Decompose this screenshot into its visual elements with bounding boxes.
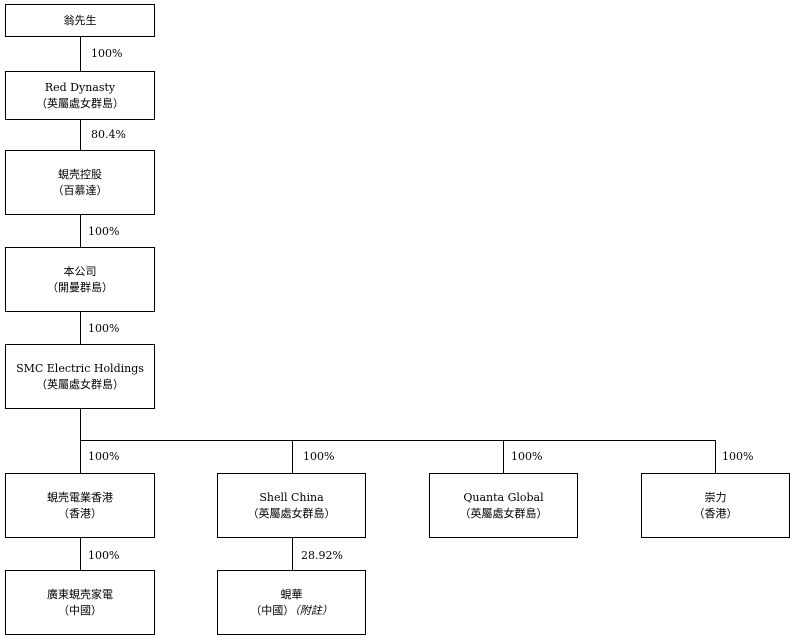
- pct-shell-china-xianhua: 28.92%: [301, 549, 343, 562]
- connector-shell-china-xianhua: [292, 537, 293, 570]
- entity-place-country: （中國）: [250, 603, 295, 617]
- entity-name: 蜆壳控股: [58, 167, 102, 181]
- connector-shell-holdings-company: [80, 214, 81, 247]
- entity-box-weng: 翁先生: [5, 4, 155, 37]
- entity-name: 蜆華: [280, 587, 303, 601]
- entity-name: 廣東蜆壳家電: [47, 587, 113, 601]
- connector-bar-shell-china: [292, 440, 293, 473]
- entity-box-shell-china: Shell China （英屬處女群島）: [217, 473, 366, 538]
- pct-shell-hk-guangdong: 100%: [88, 549, 120, 562]
- entity-name: 崇力: [704, 490, 727, 504]
- connector-company-smc: [80, 311, 81, 344]
- pct-smc-shell-hk: 100%: [88, 450, 120, 463]
- entity-place: （英屬處女群島）: [247, 506, 336, 520]
- entity-place: （英屬處女群島）: [36, 96, 124, 110]
- entity-name: 本公司: [63, 264, 97, 278]
- entity-name: Shell China: [259, 490, 324, 504]
- entity-box-smc: SMC Electric Holdings （英屬處女群島）: [5, 344, 155, 409]
- connector-bar-quanta: [503, 440, 504, 473]
- pct-weng-red-dynasty: 100%: [91, 47, 123, 60]
- pct-smc-chongli: 100%: [722, 450, 754, 463]
- entity-box-company: 本公司 （開曼群島）: [5, 247, 155, 312]
- connector-subsidiary-bar: [80, 440, 715, 441]
- entity-box-xianhua: 蜆華 （中國）（附註）: [217, 570, 366, 635]
- pct-shell-holdings-company: 100%: [88, 225, 120, 238]
- pct-red-dynasty-shell-holdings: 80.4%: [91, 128, 126, 141]
- entity-box-shell-holdings: 蜆壳控股 （百慕達）: [5, 150, 155, 215]
- entity-place: （英屬處女群島）: [36, 377, 124, 391]
- entity-name: Red Dynasty: [44, 80, 116, 94]
- connector-red-dynasty-shell-holdings: [80, 119, 81, 150]
- connector-shell-hk-guangdong: [80, 537, 81, 570]
- entity-name: 翁先生: [63, 13, 97, 27]
- entity-place-note: （附註）: [294, 603, 333, 617]
- entity-place: （英屬處女群島）: [459, 506, 548, 520]
- entity-box-quanta: Quanta Global （英屬處女群島）: [429, 473, 578, 538]
- connector-bar-chongli: [715, 440, 716, 473]
- entity-place: （中國）: [58, 603, 102, 617]
- entity-name: 蜆壳電業香港: [47, 490, 113, 504]
- entity-place: （香港）: [58, 506, 102, 520]
- entity-box-chongli: 崇力 （香港）: [641, 473, 790, 538]
- entity-name: SMC Electric Holdings: [16, 361, 144, 375]
- entity-place: （中國）（附註）: [250, 603, 333, 619]
- entity-place: （百慕達）: [52, 183, 108, 197]
- pct-smc-shell-china: 100%: [303, 450, 335, 463]
- entity-place: （開曼群島）: [47, 280, 113, 294]
- entity-place: （香港）: [693, 506, 738, 520]
- entity-box-shell-hk: 蜆壳電業香港 （香港）: [5, 473, 155, 538]
- entity-box-guangdong: 廣東蜆壳家電 （中國）: [5, 570, 155, 635]
- entity-box-red-dynasty: Red Dynasty （英屬處女群島）: [5, 71, 155, 120]
- pct-company-smc: 100%: [88, 322, 120, 335]
- entity-name: Quanta Global: [463, 490, 544, 504]
- pct-smc-quanta: 100%: [511, 450, 543, 463]
- connector-weng-red-dynasty: [80, 36, 81, 71]
